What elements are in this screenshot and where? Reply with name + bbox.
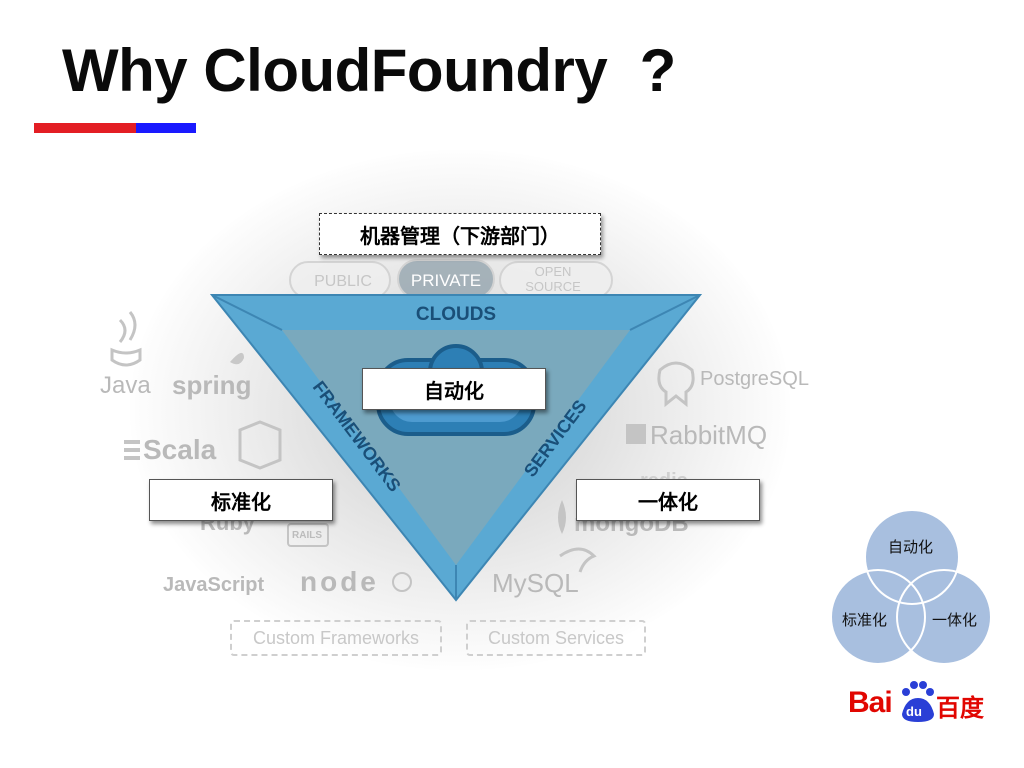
cloud-open-label: OPEN [535,264,572,279]
venn-diagram [830,509,992,665]
postgresql-logo-text: PostgreSQL [700,368,809,390]
baidu-logo-bai: Bai [848,686,893,719]
machine-management-callout: 机器管理（下游部门） [319,213,601,255]
baidu-paw-icon [902,681,934,722]
integration-callout: 一体化 [576,479,760,521]
mysql-dolphin-icon [559,547,597,573]
mongodb-leaf-icon [558,500,566,534]
java-icon [110,311,142,367]
venn-label-left: 标准化 [842,611,888,629]
clouds-icons [289,259,613,299]
slide-title: Why CloudFoundry ? [62,37,676,104]
custom-frameworks-box: Custom Frameworks [230,620,442,656]
baidu-logo-chinese: 百度 [936,694,984,722]
title-underline-red [34,123,136,133]
rails-logo-text: RAILS [292,530,322,541]
java-logo-text: Java [100,372,151,399]
venn-label-top: 自动化 [888,538,934,556]
rails-icon [287,523,329,547]
spring-logo-text: spring [172,370,252,400]
venn-circle-left [831,570,925,664]
mysql-logo-text: MySQL [492,568,579,598]
baidu-logo: Bai du 百度 [848,680,988,724]
automation-callout: 自动化 [362,368,546,410]
node-badge-icon [392,572,412,592]
baidu-logo-du: du [906,704,922,719]
scala-icon [124,440,140,460]
custom-services-box: Custom Services [466,620,646,656]
venn-label-right: 一体化 [932,611,978,629]
cloud-source-label: SOURCE [525,279,581,294]
spring-leaf-icon [230,352,244,365]
venn-circle-right [897,570,991,664]
cloud-public-label: PUBLIC [314,273,372,290]
framework-block-icon [238,420,282,470]
rabbitmq-logo-text: RabbitMQ [650,420,768,450]
cloud-private-label: PRIVATE [411,271,481,290]
node-logo-text: node [300,566,379,597]
scala-logo-text: Scala [143,434,217,465]
standardization-callout: 标准化 [149,479,333,521]
title-underline-blue [136,123,196,133]
edge-label-clouds: CLOUDS [416,304,496,325]
javascript-logo-text: JavaScript [163,574,265,596]
rabbitmq-icon [626,424,646,444]
postgresql-icon [657,361,695,408]
